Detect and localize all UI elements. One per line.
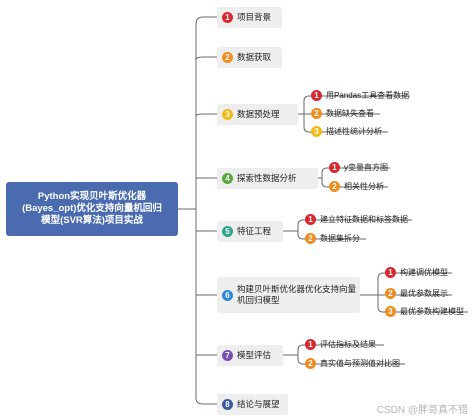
branch-6[interactable]: 6 构建贝叶斯优化器优化支持向量 机回归模型 [217, 277, 360, 313]
subtopic-7-2[interactable]: 2 真实值与预测值对比图 [305, 356, 400, 370]
branch-label: 数据获取 [237, 52, 272, 62]
subtopic-5-1[interactable]: 1 建立特征数据和标签数据 [305, 212, 408, 226]
root-topic[interactable]: Python实现贝叶斯优化器 (Bayes_opt)优化支持向量机回归 模型(S… [6, 182, 178, 236]
subtopic-4-2[interactable]: 2 相关性分析 [329, 179, 384, 193]
branch-label: 构建贝叶斯优化器优化支持向量 机回归模型 [237, 284, 356, 306]
subtopic-label: 数据缺失查看 [326, 108, 374, 118]
number-badge-5: 5 [222, 226, 233, 237]
branch-4[interactable]: 4 探索性数据分析 [217, 168, 318, 189]
branch-label: 数据预处理 [237, 109, 280, 119]
subtopic-label: 构建调优模型 [400, 267, 448, 277]
number-badge-4: 4 [222, 173, 233, 184]
branch-label: 探索性数据分析 [237, 173, 297, 183]
branch-2[interactable]: 2 数据获取 [217, 47, 282, 68]
number-badge-3: 3 [222, 109, 233, 120]
subtopic-label: 数据集拆分 [320, 233, 360, 243]
subtopic-label: 最优参数展示 [400, 288, 448, 298]
branch-3[interactable]: 3 数据预处理 [217, 104, 298, 125]
branch-1[interactable]: 1 项目背景 [217, 7, 282, 28]
branch-7[interactable]: 7 模型评估 [217, 345, 283, 366]
subtopic-label: 描述性统计分析 [326, 126, 382, 136]
subtopic-label: 评估指标及结果 [320, 339, 376, 349]
branch-label: 项目背景 [237, 12, 272, 22]
root-title-line-3: 模型(SVR算法)项目实战 [41, 215, 143, 226]
subtopic-5-2[interactable]: 2 数据集拆分 [305, 231, 360, 245]
subtopic-label: 建立特征数据和标签数据 [320, 214, 408, 224]
subtopic-6-1[interactable]: 1 构建调优模型 [385, 265, 448, 279]
number-badge-3: 3 [385, 305, 396, 317]
number-badge-1: 1 [311, 89, 322, 101]
subtopic-4-1[interactable]: 1 y变量直方图 [329, 160, 388, 174]
number-badge-2: 2 [311, 107, 322, 119]
number-badge-1: 1 [305, 213, 316, 225]
number-badge-3: 3 [311, 125, 322, 137]
number-badge-8: 8 [222, 399, 233, 410]
subtopic-label: 最优参数构建模型 [400, 306, 464, 316]
subtopic-3-2[interactable]: 2 数据缺失查看 [311, 106, 374, 120]
subtopic-3-1[interactable]: 1 用Pandas工具查看数据 [311, 88, 409, 102]
number-badge-7: 7 [222, 350, 233, 361]
root-title-line-1: Python实现贝叶斯优化器 [37, 191, 147, 202]
branch-label: 结论与展望 [237, 399, 280, 409]
number-badge-1: 1 [385, 266, 396, 278]
number-badge-2: 2 [305, 232, 316, 244]
subtopic-6-3[interactable]: 3 最优参数构建模型 [385, 304, 464, 318]
branch-label-line-2: 机回归模型 [237, 295, 280, 305]
root-title-line-2: (Bayes_opt)优化支持向量机回归 [22, 203, 162, 214]
branch-label-line-1: 构建贝叶斯优化器优化支持向量 [237, 284, 357, 294]
number-badge-2: 2 [329, 180, 340, 192]
subtopic-label: 相关性分析 [344, 181, 384, 191]
watermark-text: CSDN @胖哥真不错 [376, 405, 468, 416]
number-badge-2: 2 [385, 287, 396, 299]
subtopic-7-1[interactable]: 1 评估指标及结果 [305, 337, 376, 351]
branch-8[interactable]: 8 结论与展望 [217, 394, 288, 415]
branch-5[interactable]: 5 特征工程 [217, 221, 283, 242]
subtopic-label: 用Pandas工具查看数据 [326, 90, 410, 100]
branch-label: 特征工程 [237, 226, 272, 236]
subtopic-label: y变量直方图 [344, 162, 388, 172]
subtopic-3-3[interactable]: 3 描述性统计分析 [311, 124, 382, 138]
number-badge-1: 1 [329, 161, 340, 173]
number-badge-1: 1 [222, 12, 233, 23]
subtopic-6-2[interactable]: 2 最优参数展示 [385, 286, 448, 300]
branch-label: 模型评估 [237, 350, 272, 360]
subtopic-label: 真实值与预测值对比图 [320, 358, 400, 368]
number-badge-1: 1 [305, 338, 316, 350]
number-badge-6: 6 [222, 289, 233, 301]
number-badge-2: 2 [305, 357, 316, 369]
number-badge-2: 2 [222, 52, 233, 63]
